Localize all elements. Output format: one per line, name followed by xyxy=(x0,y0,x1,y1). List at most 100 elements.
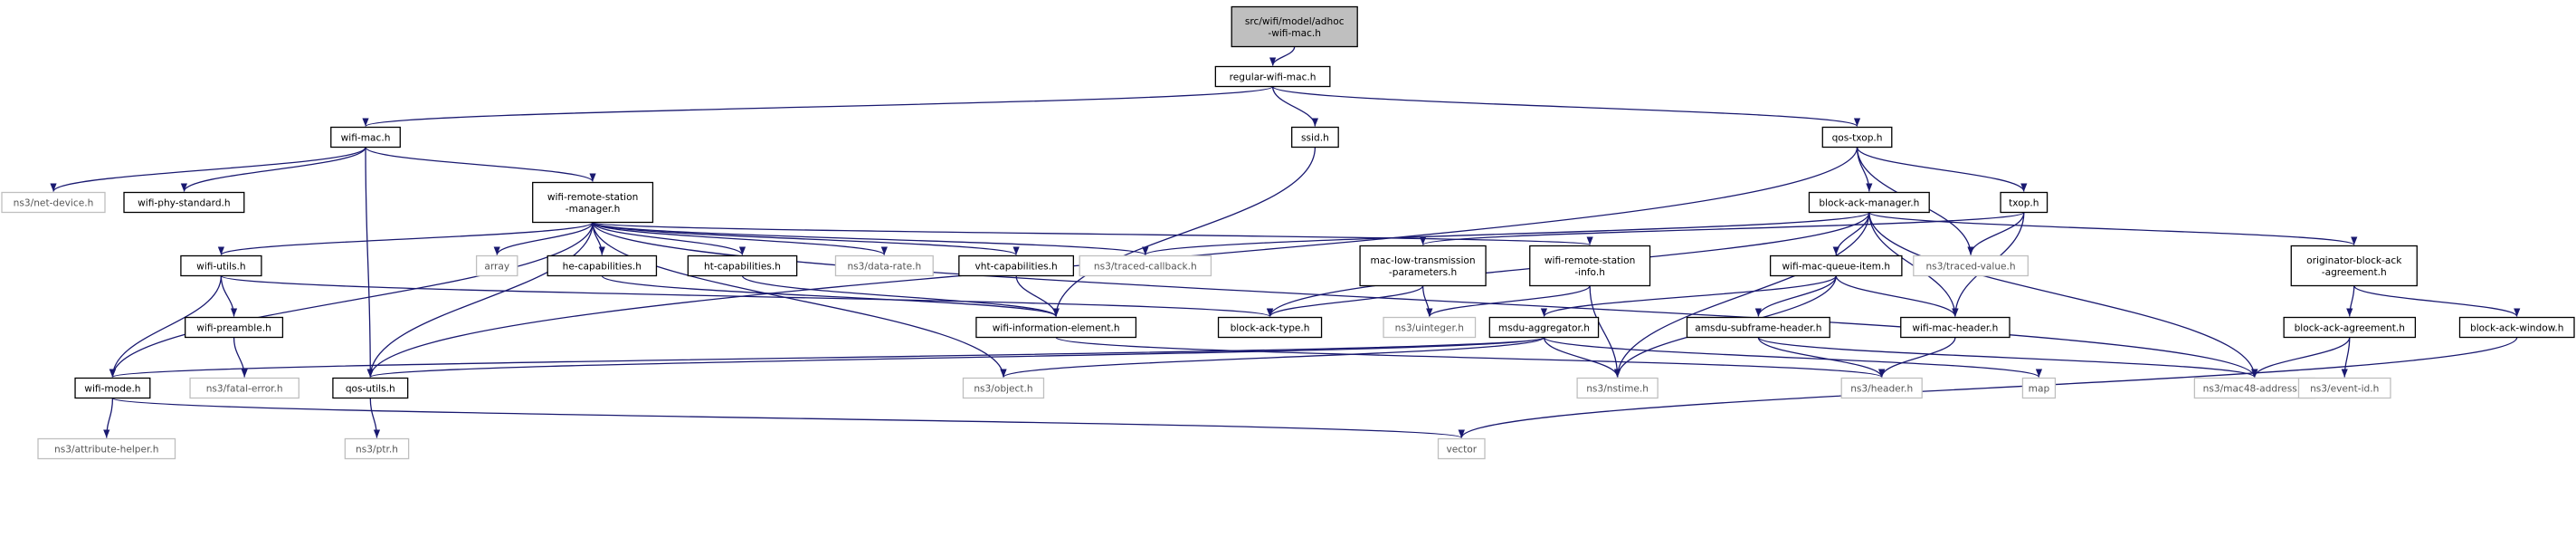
node-htcap[interactable]: ht-capabilities.h xyxy=(687,254,798,277)
node-eventid: ns3/event-id.h xyxy=(2297,377,2391,399)
node-box xyxy=(975,316,1137,339)
node-label: ns3/attribute-helper.h xyxy=(54,444,158,455)
node-box xyxy=(2283,316,2417,339)
node-wmode[interactable]: wifi-mode.h xyxy=(74,377,151,399)
node-bam[interactable]: block-ack-manager.h xyxy=(1808,191,1930,214)
edge-rsm-qosutils xyxy=(366,222,594,378)
node-label: ns3/uinteger.h xyxy=(1395,322,1464,333)
node-box xyxy=(344,437,410,460)
node-box xyxy=(2000,191,2048,214)
node-label: he-capabilities.h xyxy=(563,261,642,272)
node-box xyxy=(834,254,934,277)
edge-ssid-wie xyxy=(1052,147,1317,317)
node-box xyxy=(687,254,798,277)
edge-preamble-fatal xyxy=(233,337,248,378)
node-regular[interactable]: regular-wifi-mac.h xyxy=(1214,65,1331,88)
node-label: wifi-mac-header.h xyxy=(1912,322,1998,333)
edge-root-regular xyxy=(1269,46,1296,66)
node-qostxop[interactable]: qos-txop.h xyxy=(1821,126,1893,149)
node-box xyxy=(962,377,1045,399)
node-label: ns3/data-rate.h xyxy=(847,261,921,272)
edge-regular-ssid xyxy=(1271,86,1319,127)
node-qosutils[interactable]: qos-utils.h xyxy=(332,377,409,399)
node-box xyxy=(1821,126,1893,149)
edge-rsm-mac48 xyxy=(592,222,2258,378)
edge-wifimac-netdevice xyxy=(50,146,366,193)
node-box xyxy=(189,377,299,399)
node-box xyxy=(1529,245,1651,287)
node-wifimac[interactable]: wifi-mac.h xyxy=(330,126,401,149)
edge-wifimac-phystd xyxy=(180,147,366,192)
node-label: -manager.h xyxy=(566,204,621,215)
node-box xyxy=(1488,316,1600,339)
edge-baa-eventid xyxy=(2341,337,2351,378)
node-wie[interactable]: wifi-information-element.h xyxy=(975,316,1137,339)
node-baw[interactable]: block-ack-window.h xyxy=(2458,316,2575,339)
edge-rsm-rsinfo xyxy=(592,221,1592,246)
node-hecap[interactable]: he-capabilities.h xyxy=(547,254,658,277)
edge-mltp-bat xyxy=(1267,285,1424,318)
edge-rsinfo-nstime xyxy=(1589,285,1621,378)
node-label: wifi-utils.h xyxy=(196,261,245,272)
node-wutils[interactable]: wifi-utils.h xyxy=(180,254,262,277)
node-label: ssid.h xyxy=(1301,132,1329,143)
node-phystd[interactable]: wifi-phy-standard.h xyxy=(123,191,245,214)
edge-wifimac-rsm xyxy=(365,146,596,183)
node-box xyxy=(1231,5,1358,48)
node-oba[interactable]: originator-block-ack-agreement.h xyxy=(2290,245,2418,287)
node-preamble[interactable]: wifi-preamble.h xyxy=(185,316,284,339)
node-box xyxy=(2297,377,2391,399)
node-box xyxy=(532,181,654,224)
edge-wmode-attrhelper xyxy=(103,398,114,438)
node-mltp[interactable]: mac-low-transmission-parameters.h xyxy=(1359,245,1487,287)
node-netdevice: ns3/net-device.h xyxy=(1,191,106,214)
node-label: -wifi-mac.h xyxy=(1268,28,1321,39)
node-datarate: ns3/data-rate.h xyxy=(834,254,934,277)
node-box xyxy=(185,316,284,339)
node-box xyxy=(1769,254,1903,277)
edge-regular-wifimac xyxy=(362,85,1274,128)
node-label: block-ack-window.h xyxy=(2470,322,2564,333)
node-mqi[interactable]: wifi-mac-queue-item.h xyxy=(1769,254,1903,277)
node-tracedval: ns3/traced-value.h xyxy=(1913,254,2029,277)
edge-bam-mhdr xyxy=(1868,212,1959,317)
edge-rsm-array xyxy=(493,222,594,255)
node-label: qos-txop.h xyxy=(1832,132,1883,143)
node-box xyxy=(332,377,409,399)
edge-bam-nstime xyxy=(1614,212,1870,378)
node-ssid[interactable]: ssid.h xyxy=(1291,126,1339,149)
node-label: msdu-aggregator.h xyxy=(1498,322,1590,333)
edge-wmode-vector xyxy=(111,397,1465,439)
node-bat[interactable]: block-ack-type.h xyxy=(1217,316,1323,339)
edge-txop-tracedval xyxy=(1967,212,2025,255)
node-root[interactable]: src/wifi/model/adhoc-wifi-mac.h xyxy=(1231,5,1358,48)
dependency-nodes: src/wifi/model/adhoc-wifi-mac.h regular-w… xyxy=(1,5,2575,460)
node-label: src/wifi/model/adhoc xyxy=(1245,16,1345,27)
edge-bam-mac48 xyxy=(1868,212,2258,378)
node-label: vector xyxy=(1446,444,1477,455)
node-msdu[interactable]: msdu-aggregator.h xyxy=(1488,316,1600,339)
node-box xyxy=(2458,316,2575,339)
node-label: ns3/event-id.h xyxy=(2310,383,2379,394)
node-mac48: ns3/mac48-address.h xyxy=(2193,377,2315,399)
edge-mqi-mhdr xyxy=(1835,275,1959,317)
node-label: wifi-information-element.h xyxy=(993,322,1120,333)
edge-wutils-wmode xyxy=(109,275,223,378)
edge-amsdu-mac48 xyxy=(1757,336,2258,379)
node-rsinfo[interactable]: wifi-remote-station-info.h xyxy=(1529,245,1651,287)
edge-txop-mltp xyxy=(1420,211,2025,246)
node-label: -agreement.h xyxy=(2322,267,2387,278)
node-txop[interactable]: txop.h xyxy=(2000,191,2048,214)
edge-rsm-wutils xyxy=(218,221,594,256)
node-amsdu[interactable]: amsdu-subframe-header.h xyxy=(1686,316,1830,339)
edge-rsm-htcap xyxy=(592,222,746,255)
node-vhtcap[interactable]: vht-capabilities.h xyxy=(958,254,1075,277)
edge-mhdr-header xyxy=(1878,337,1956,378)
node-baa[interactable]: block-ack-agreement.h xyxy=(2283,316,2417,339)
edge-rsm-wmode xyxy=(109,222,594,378)
node-rsm[interactable]: wifi-remote-station-manager.h xyxy=(532,181,654,224)
node-mhdr[interactable]: wifi-mac-header.h xyxy=(1900,316,2010,339)
edge-oba-baw xyxy=(2353,284,2521,318)
node-label: block-ack-type.h xyxy=(1231,322,1310,333)
node-box xyxy=(37,437,176,460)
